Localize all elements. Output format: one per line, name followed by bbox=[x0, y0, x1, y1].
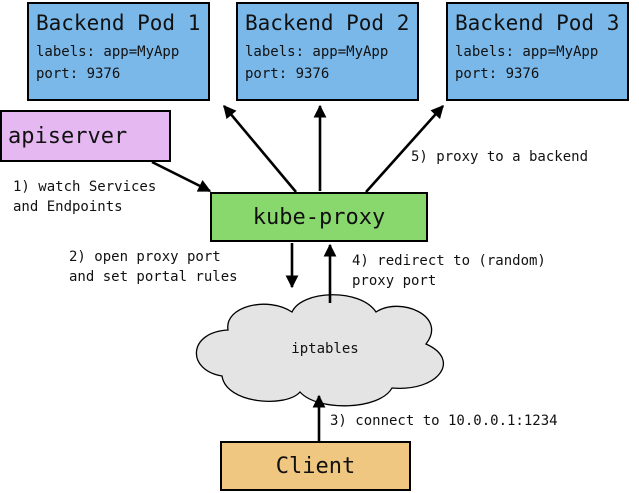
iptables-cloud bbox=[195, 294, 445, 407]
step-4-line-1: 4) redirect to (random) bbox=[352, 253, 546, 269]
backend-pod-1: Backend Pod 1 labels: app=MyApp port: 93… bbox=[27, 2, 210, 101]
backend-pod-3: Backend Pod 3 labels: app=MyApp port: 93… bbox=[446, 2, 629, 101]
backend-pod-2-title: Backend Pod 2 bbox=[245, 11, 410, 35]
kube-proxy-node: kube-proxy bbox=[210, 192, 428, 242]
step-1-line-2: and Endpoints bbox=[13, 199, 123, 215]
step-4-note: 4) redirect to (random) proxy port bbox=[352, 251, 546, 291]
arrow-proxy-to-pod-3 bbox=[365, 105, 444, 193]
step-1-note: 1) watch Services and Endpoints bbox=[13, 177, 156, 217]
backend-pod-2-port: port: 9376 bbox=[245, 66, 330, 82]
apiserver-node: apiserver bbox=[0, 110, 171, 162]
iptables-label: iptables bbox=[291, 341, 359, 357]
step-4-line-2: proxy port bbox=[352, 273, 437, 289]
backend-pod-3-title: Backend Pod 3 bbox=[455, 11, 620, 35]
client-node: Client bbox=[220, 441, 411, 491]
step-3-note: 3) connect to 10.0.0.1:1234 bbox=[330, 413, 558, 429]
arrow-proxy-to-pod-1 bbox=[223, 105, 297, 193]
backend-pod-1-title: Backend Pod 1 bbox=[36, 11, 201, 35]
backend-pod-3-labels: labels: app=MyApp bbox=[455, 44, 599, 60]
backend-pod-2-labels: labels: app=MyApp bbox=[245, 44, 389, 60]
step-2-note: 2) open proxy port and set portal rules bbox=[69, 247, 238, 287]
backend-pod-2: Backend Pod 2 labels: app=MyApp port: 93… bbox=[236, 2, 419, 101]
step-5-note: 5) proxy to a backend bbox=[411, 149, 589, 165]
step-2-line-1: 2) open proxy port bbox=[69, 249, 221, 265]
backend-pod-1-port: port: 9376 bbox=[36, 66, 121, 82]
arrow-apiserver-to-proxy bbox=[151, 160, 212, 193]
backend-pod-1-labels: labels: app=MyApp bbox=[36, 44, 180, 60]
backend-pod-3-port: port: 9376 bbox=[455, 66, 540, 82]
step-1-line-1: 1) watch Services bbox=[13, 179, 157, 195]
step-2-line-2: and set portal rules bbox=[69, 269, 238, 285]
